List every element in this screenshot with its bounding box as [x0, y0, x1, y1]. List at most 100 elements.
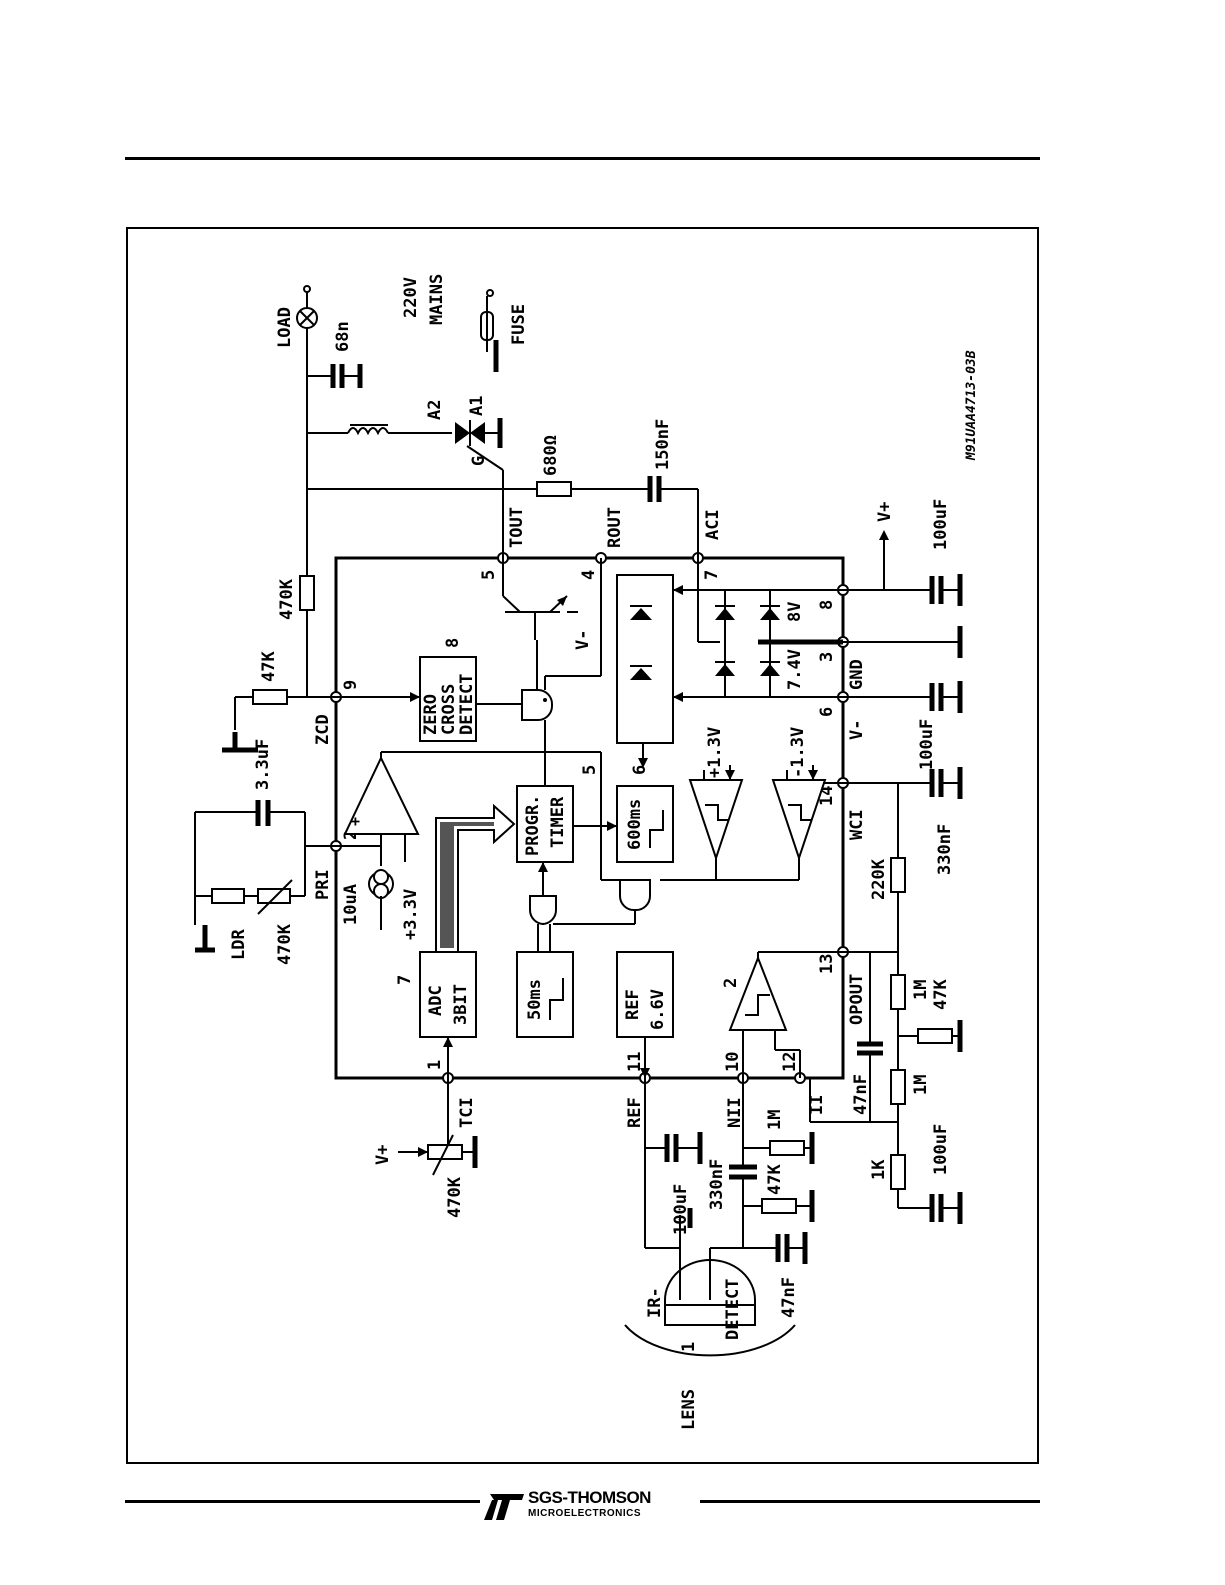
c47nf-ir-label: 47nF: [779, 1277, 799, 1318]
resistor-470k-top: [299, 575, 315, 611]
footer-rule-left: [125, 1500, 480, 1503]
ref-block: REF 6.6V: [616, 951, 674, 1078]
mains-label-1: 220V: [401, 277, 421, 318]
r1m-a-label: 1M: [911, 980, 931, 1000]
pri-input: + 10uA +3.3V: [336, 751, 630, 940]
footer-rule-right: [695, 1500, 1040, 1503]
power-supply-block: 8V 7.4V: [616, 558, 843, 768]
pin-9-number: 9: [341, 680, 361, 690]
gnd-label: GND: [847, 659, 867, 690]
fuse-label: FUSE: [509, 304, 529, 345]
window-comparators: +1.3V -1.3V: [660, 727, 843, 881]
svg-text:ADC: ADC: [426, 985, 446, 1016]
v13m-label: -1.3V: [788, 727, 808, 778]
c100uf-v-label: 100uF: [931, 499, 951, 550]
pin-5-number: 5: [479, 570, 499, 580]
wci-label: WCI: [847, 809, 867, 840]
c150n-label: 150nF: [653, 419, 673, 470]
svg-text:50ms: 50ms: [525, 979, 545, 1020]
resistor-1k: [890, 1154, 906, 1190]
brand-subtitle: MICROELECTRONICS: [528, 1508, 641, 1519]
resistor-1m-nii: [769, 1140, 805, 1156]
svg-text:8: 8: [443, 638, 463, 648]
svg-text:2: 2: [721, 978, 741, 988]
c330nf-nii-label: 330nF: [707, 1159, 727, 1210]
r470k-tci-label: 470K: [445, 1176, 465, 1218]
adc-bus-arrow: [435, 803, 516, 953]
right-externals: 100uF 100uF 330nF 220K 47nF: [809, 350, 979, 1224]
r470k-top-label: 470K: [277, 578, 297, 620]
resistor-1m-b: [890, 1069, 906, 1105]
opamp-block: 2: [721, 951, 843, 1078]
progr-timer-block: PROGR. TIMER 5: [516, 765, 617, 863]
zero-cross-block: ZERO CROSS DETECT 8: [336, 638, 477, 742]
g-label: G: [469, 456, 489, 466]
adc-block: ADC 3BIT 7: [395, 951, 477, 1078]
pot-470k: [257, 888, 291, 904]
pin-4-number: 4: [579, 570, 599, 580]
pin-7-number: 7: [702, 570, 722, 580]
ii-label: II: [807, 1095, 827, 1115]
c68n-label: 68n: [333, 321, 353, 352]
c47nf-op-label: 47nF: [851, 1074, 871, 1115]
pin-12-number: 12: [780, 1052, 800, 1072]
svg-text:DETECT: DETECT: [457, 674, 477, 735]
st-logo-icon: [484, 1494, 524, 1520]
vminus-label: V-: [847, 720, 867, 740]
footer-logo: SGS-THOMSON MICROELECTRONICS: [480, 1486, 700, 1526]
ldr-network: LDR 470K: [194, 800, 336, 965]
a2-label: A2: [425, 400, 445, 420]
t600-block: 600ms 6: [616, 765, 674, 863]
t50-block: 50ms: [516, 951, 574, 1038]
r47k-nii-label: 47K: [765, 1164, 785, 1195]
zcd-label: ZCD: [313, 714, 333, 745]
vplus-top-label: V+: [875, 502, 895, 522]
mains-label-2: MAINS: [427, 274, 447, 325]
a1-label: A1: [467, 396, 487, 416]
pin-6-number: 6: [817, 707, 837, 717]
brand-name: SGS-THOMSON: [528, 1488, 651, 1507]
svg-text:600ms: 600ms: [625, 799, 645, 850]
resistor-47k-top: [252, 689, 288, 705]
svg-text:TIMER: TIMER: [548, 796, 568, 848]
svg-text:PROGR.: PROGR.: [523, 795, 543, 856]
bottom-externals: 470K 100uF 1M 330nF 47K: [398, 1078, 815, 1430]
c100uf-ref-label: 100uF: [671, 1184, 691, 1235]
rout-label: ROUT: [605, 507, 625, 548]
pin-11-number: 11: [625, 1052, 645, 1072]
svg-text:ZERO: ZERO: [421, 694, 441, 735]
pin-3-number: 3: [817, 652, 837, 662]
mains-circuit: LOAD 68n 220V MAINS FUSE: [222, 274, 699, 790]
ref-label: REF: [625, 1097, 645, 1128]
pri-label: PRI: [313, 869, 333, 900]
svg-text:6: 6: [630, 765, 650, 775]
r1k-label: 1K: [869, 1159, 889, 1180]
ldr-label: LDR: [229, 929, 249, 960]
svg-text:CROSS: CROSS: [439, 684, 459, 735]
c100uf-vm-label: 100uF: [917, 719, 937, 770]
svg-text:3BIT: 3BIT: [451, 984, 471, 1025]
c33uf-label: 3.3uF: [253, 739, 273, 790]
inductor: [347, 427, 389, 436]
i10ua-label: 10uA: [341, 884, 361, 925]
pin-8-number: 8: [817, 600, 837, 610]
and-gate-top: [476, 558, 602, 785]
ldr-resistor: [211, 888, 245, 904]
r47k-top-label: 47K: [259, 651, 279, 682]
pin-10-number: 10: [723, 1052, 743, 1072]
r680-label: 680Ω: [541, 435, 561, 476]
svg-text:+: +: [346, 817, 364, 826]
pin-1-number: 1: [425, 1060, 445, 1070]
resistor-47k-nii: [761, 1198, 797, 1214]
resistor-1m-a: [890, 974, 906, 1010]
vplus-tci-label: V+: [373, 1145, 393, 1165]
z74v-label: 7.4V: [785, 649, 805, 690]
figure-code: M91UAA4713-03B: [964, 350, 979, 461]
ir-label-2: DETECT: [723, 1279, 743, 1340]
tci-label: TCI: [457, 1097, 477, 1128]
and-gate-bottom: [529, 862, 651, 952]
svg-text:5: 5: [580, 765, 600, 775]
vminus-transistor-label: V-: [573, 630, 593, 650]
